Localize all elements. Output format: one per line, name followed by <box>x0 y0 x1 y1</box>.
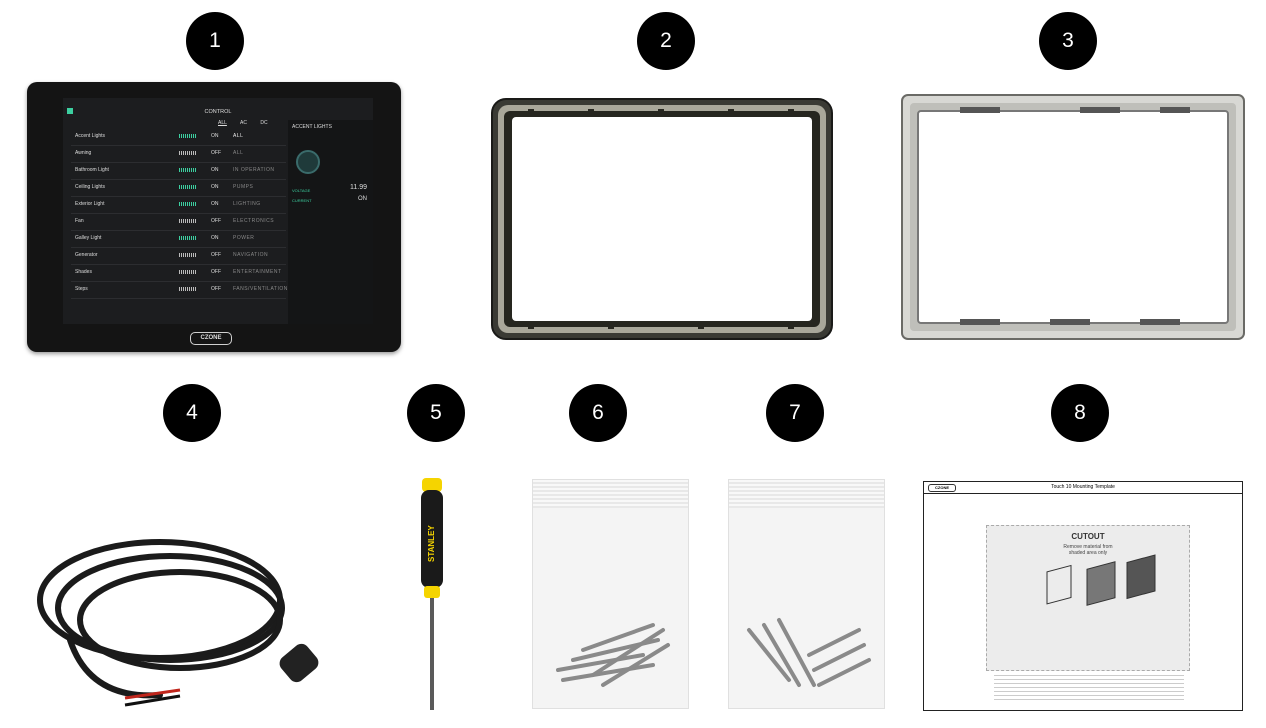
row-state: OFF <box>211 269 221 275</box>
row-state: OFF <box>211 252 221 258</box>
template-title: Touch 10 Mounting Template <box>1051 484 1115 490</box>
tab-all: ALL <box>218 120 227 126</box>
row-state: ON <box>211 167 219 173</box>
screws-icon <box>747 618 871 687</box>
row-category: FANS/VENTILATION <box>233 286 288 292</box>
row-state: OFF <box>211 286 221 292</box>
screw-bag-7 <box>728 479 885 709</box>
number-badge-7: 7 <box>766 384 824 442</box>
cutout-subtitle: Remove material from shaded area only <box>1063 544 1113 556</box>
row-level-bar <box>179 168 197 172</box>
row-name: Generator <box>75 252 98 258</box>
display-row: Awning OFF ALL <box>71 145 286 163</box>
row-category: ENTERTAINMENT <box>233 269 282 275</box>
side-title: ACCENT LIGHTS <box>292 124 332 130</box>
gasket <box>901 94 1245 340</box>
number-badge-6: 6 <box>569 384 627 442</box>
cutout-area: CUTOUT Remove material from shaded area … <box>986 525 1190 671</box>
row-category: NAVIGATION <box>233 252 269 258</box>
number-badge-1: 1 <box>186 12 244 70</box>
number-badge-4: 4 <box>163 384 221 442</box>
row-category: POWER <box>233 235 255 241</box>
row-category: LIGHTING <box>233 201 261 207</box>
row-name: Steps <box>75 286 88 292</box>
row-level-bar <box>179 151 197 155</box>
row-state: ON <box>211 133 219 139</box>
display-row: Galley Light ON POWER <box>71 230 286 248</box>
current-label: CURRENT <box>292 198 312 203</box>
row-name: Awning <box>75 150 92 156</box>
mounting-template: CZONE Touch 10 Mounting Template CUTOUT … <box>923 481 1243 711</box>
row-category: ELECTRONICS <box>233 218 275 224</box>
exploded-diagram-icon <box>1046 554 1156 606</box>
display-row: Generator OFF NAVIGATION <box>71 247 286 265</box>
voltage-label: VOLTAGE <box>292 188 311 193</box>
number-badge-8: 8 <box>1051 384 1109 442</box>
menu-icon <box>67 108 73 114</box>
row-name: Shades <box>75 269 92 275</box>
row-name: Bathroom Light <box>75 167 109 173</box>
row-state: OFF <box>211 218 221 224</box>
display-row: Accent Lights ON ALL <box>71 128 286 146</box>
row-level-bar <box>179 270 197 274</box>
row-level-bar <box>179 134 197 138</box>
row-name: Fan <box>75 218 84 224</box>
template-logo: CZONE <box>928 484 956 492</box>
display-row: Exterior Light ON LIGHTING <box>71 196 286 214</box>
screws-icon <box>556 623 670 687</box>
row-category: PUMPS <box>233 184 254 190</box>
display-row: Ceiling Lights ON PUMPS <box>71 179 286 197</box>
current-value: ON <box>358 196 367 202</box>
row-level-bar <box>179 185 197 189</box>
row-category: IN OPERATION <box>233 167 275 173</box>
row-category: ALL <box>233 150 244 156</box>
screw-bag-6 <box>532 479 689 709</box>
tab-dc: DC <box>260 120 268 126</box>
row-state: ON <box>211 201 219 207</box>
row-state: ON <box>211 184 219 190</box>
number-badge-5: 5 <box>407 384 465 442</box>
row-state: OFF <box>211 150 221 156</box>
row-level-bar <box>179 253 197 257</box>
connector-icon <box>279 643 319 683</box>
cutout-title: CUTOUT <box>1071 532 1105 541</box>
screwdriver-brand: STANLEY <box>427 525 436 562</box>
row-level-bar <box>179 287 197 291</box>
cable <box>37 539 319 707</box>
row-category: ALL <box>233 133 244 139</box>
row-state: ON <box>211 235 219 241</box>
row-name: Galley Light <box>75 235 102 241</box>
display-row: Steps OFF FANS/VENTILATION <box>71 281 288 299</box>
row-level-bar <box>179 219 197 223</box>
display-row: Shades OFF ENTERTAINMENT <box>71 264 286 282</box>
row-name: Ceiling Lights <box>75 184 106 190</box>
power-dial-icon <box>296 150 320 174</box>
row-name: Exterior Light <box>75 201 105 207</box>
display-row: Bathroom Light ON IN OPERATION <box>71 162 286 180</box>
screwdriver: STANLEY <box>421 478 443 710</box>
row-level-bar <box>179 202 197 206</box>
side-panel: ACCENT LIGHTS VOLTAGE 11.99 CURRENT ON <box>288 120 373 324</box>
instructions-text <box>994 674 1184 700</box>
display-row: Fan OFF ELECTRONICS <box>71 213 286 231</box>
brand-logo: CZONE <box>190 332 232 345</box>
number-badge-2: 2 <box>637 12 695 70</box>
tab-ac: AC <box>240 120 247 126</box>
metal-frame <box>491 98 833 340</box>
filter-tabs: ALL AC DC <box>218 120 268 126</box>
voltage-value: 11.99 <box>350 184 367 191</box>
row-name: Accent Lights <box>75 133 106 139</box>
screen-title: CONTROL <box>204 109 232 115</box>
row-level-bar <box>179 236 197 240</box>
number-badge-3: 3 <box>1039 12 1097 70</box>
